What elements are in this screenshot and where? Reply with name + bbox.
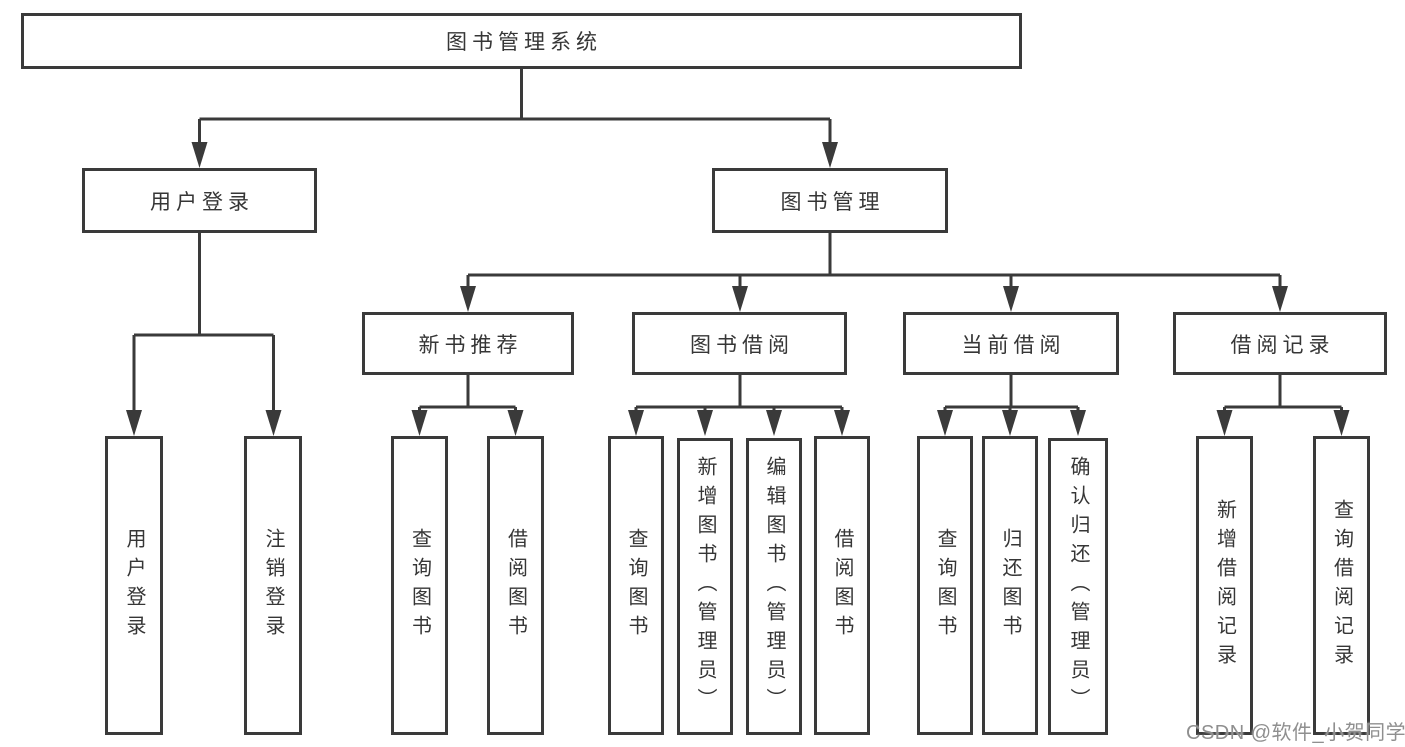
connector-borrowrecords-to-leaves <box>1216 375 1350 436</box>
node-borrowing-records: 借阅记录 <box>1173 312 1387 375</box>
node-label: 用户登录 <box>123 527 145 644</box>
node-book-management: 图书管理 <box>712 168 948 233</box>
leaf-add-book-admin: 新增图书（管理员） <box>677 438 733 735</box>
node-label: 新书推荐 <box>418 333 523 357</box>
leaf-query-borrow-record: 查询借阅记录 <box>1313 436 1370 735</box>
node-label: 编辑图书（管理员） <box>763 456 785 717</box>
node-label: 图书管理系统 <box>446 31 602 54</box>
node-label: 查询图书 <box>408 527 431 644</box>
leaf-query-books-recommend: 查询图书 <box>391 436 448 735</box>
leaf-confirm-return-admin: 确认归还（管理员） <box>1048 438 1108 735</box>
leaf-borrow-books-recommend: 借阅图书 <box>487 436 544 735</box>
leaf-query-books-current: 查询图书 <box>917 436 973 735</box>
connector-newbook-to-leaves <box>411 375 524 436</box>
connector-bookmgmt-to-level3 <box>460 233 1288 312</box>
node-label: 图书管理 <box>780 190 885 214</box>
node-new-book-recommend: 新书推荐 <box>362 312 574 375</box>
node-label: 归还图书 <box>999 527 1021 644</box>
node-book-borrowing: 图书借阅 <box>632 312 847 375</box>
node-label: 图书借阅 <box>690 333 794 357</box>
leaf-borrow-books: 借阅图书 <box>814 436 870 735</box>
connector-bookborrow-to-leaves <box>628 375 850 436</box>
node-label: 注销登录 <box>262 527 284 644</box>
node-label: 新增图书（管理员） <box>694 456 716 717</box>
node-label: 查询图书 <box>934 527 956 644</box>
leaf-logout: 注销登录 <box>244 436 302 735</box>
node-label: 借阅记录 <box>1230 333 1335 357</box>
node-current-borrowing: 当前借阅 <box>903 312 1119 375</box>
node-label: 用户登录 <box>150 190 254 214</box>
connector-currentborrow-to-leaves <box>937 375 1086 436</box>
leaf-user-login: 用户登录 <box>105 436 163 735</box>
leaf-query-books-borrow: 查询图书 <box>608 436 664 735</box>
leaf-edit-book-admin: 编辑图书（管理员） <box>746 438 802 735</box>
connector-root-to-level2 <box>191 69 838 168</box>
node-label: 查询借阅记录 <box>1330 498 1353 673</box>
connector-userlogin-to-leaves <box>126 233 282 436</box>
node-label: 借阅图书 <box>831 527 853 644</box>
node-library-management-system: 图书管理系统 <box>21 13 1022 69</box>
node-label: 确认归还（管理员） <box>1067 456 1089 717</box>
leaf-add-borrow-record: 新增借阅记录 <box>1196 436 1253 735</box>
node-label: 查询图书 <box>625 527 647 644</box>
node-label: 当前借阅 <box>961 333 1066 357</box>
node-user-login: 用户登录 <box>82 168 317 233</box>
leaf-return-book: 归还图书 <box>982 436 1038 735</box>
csdn-watermark: CSDN @软件_小贺同学 <box>1186 722 1405 744</box>
node-label: 借阅图书 <box>504 527 527 644</box>
node-label: 新增借阅记录 <box>1213 498 1236 673</box>
